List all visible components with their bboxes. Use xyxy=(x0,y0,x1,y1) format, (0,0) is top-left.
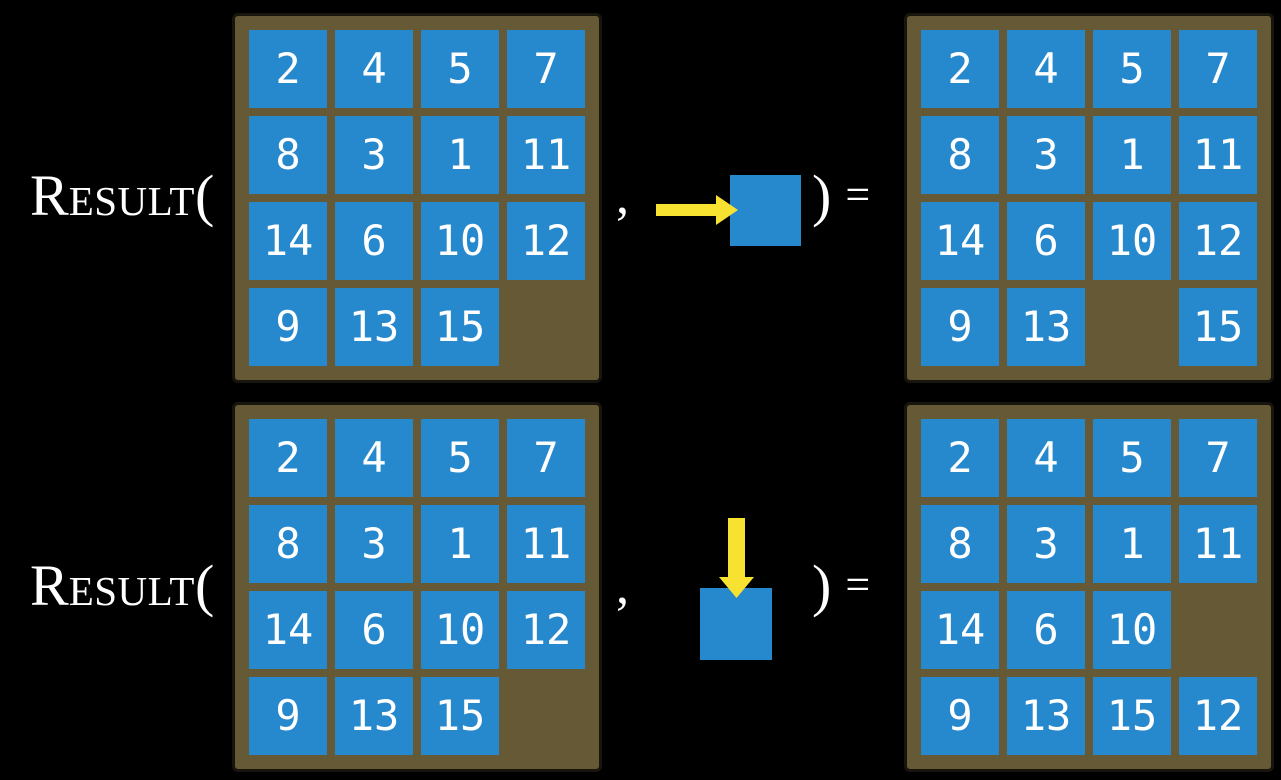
close-paren: ) xyxy=(812,553,832,618)
right-arrow-icon xyxy=(656,195,738,225)
puzzle-tile-3: 3 xyxy=(1007,116,1085,194)
puzzle-tile-5: 5 xyxy=(1093,419,1171,497)
puzzle-tile-10: 10 xyxy=(421,591,499,669)
puzzle-tile-15: 15 xyxy=(1179,288,1257,366)
puzzle-tile-15: 15 xyxy=(421,677,499,755)
puzzle-tile-7: 7 xyxy=(507,419,585,497)
puzzle-tile-14: 14 xyxy=(249,591,327,669)
puzzle-tile-3: 3 xyxy=(335,505,413,583)
comma-separator: , xyxy=(616,558,629,615)
close-paren-equals-2: ) = xyxy=(812,554,870,618)
puzzle-tile-6: 6 xyxy=(1007,591,1085,669)
puzzle-tile-4: 4 xyxy=(1007,419,1085,497)
puzzle-tile-14: 14 xyxy=(249,202,327,280)
comma-separator: , xyxy=(616,168,629,225)
puzzle-tile-10: 10 xyxy=(1093,202,1171,280)
puzzle-tile-2: 2 xyxy=(921,419,999,497)
puzzle-tile-11: 11 xyxy=(507,116,585,194)
puzzle-tile-11: 11 xyxy=(1179,505,1257,583)
puzzle-tile-11: 11 xyxy=(507,505,585,583)
puzzle-tile-9: 9 xyxy=(921,677,999,755)
open-paren: ( xyxy=(194,163,215,228)
puzzle-tile-2: 2 xyxy=(249,30,327,108)
puzzle-tile-12: 12 xyxy=(1179,202,1257,280)
action-tile-right xyxy=(730,175,801,246)
puzzle-tile-9: 9 xyxy=(249,288,327,366)
puzzle-tile-3: 3 xyxy=(1007,505,1085,583)
result-label-smallcaps: ESULT xyxy=(68,178,195,224)
puzzle-tile-13: 13 xyxy=(1007,677,1085,755)
puzzle-tile-4: 4 xyxy=(335,30,413,108)
puzzle-tile-15: 15 xyxy=(421,288,499,366)
puzzle-tile-7: 7 xyxy=(1179,30,1257,108)
puzzle-tile-11: 11 xyxy=(1179,116,1257,194)
puzzle-tile-14: 14 xyxy=(921,202,999,280)
puzzle-tile-2: 2 xyxy=(921,30,999,108)
puzzle-tile-2: 2 xyxy=(249,419,327,497)
puzzle-tile-9: 9 xyxy=(921,288,999,366)
puzzle-tile-14: 14 xyxy=(921,591,999,669)
empty-cell xyxy=(507,288,585,366)
puzzle-tile-13: 13 xyxy=(335,288,413,366)
puzzle-tile-1: 1 xyxy=(1093,116,1171,194)
down-arrow-icon xyxy=(719,518,754,598)
puzzle-tile-8: 8 xyxy=(921,116,999,194)
puzzle-tile-1: 1 xyxy=(421,116,499,194)
close-paren-equals-1: ) = xyxy=(812,164,870,228)
puzzle-tile-6: 6 xyxy=(1007,202,1085,280)
puzzle-tile-12: 12 xyxy=(1179,677,1257,755)
puzzle-tile-5: 5 xyxy=(421,30,499,108)
result-label-initial: R xyxy=(30,553,69,618)
equals-sign: = xyxy=(845,560,871,609)
puzzle-tile-1: 1 xyxy=(1093,505,1171,583)
close-paren: ) xyxy=(812,163,832,228)
puzzle-tile-5: 5 xyxy=(421,419,499,497)
puzzle-tile-6: 6 xyxy=(335,202,413,280)
puzzle-tile-7: 7 xyxy=(507,30,585,108)
puzzle-tile-4: 4 xyxy=(1007,30,1085,108)
open-paren: ( xyxy=(194,553,215,618)
puzzle-tile-3: 3 xyxy=(335,116,413,194)
action-tile-down xyxy=(700,588,772,660)
puzzle-tile-13: 13 xyxy=(335,677,413,755)
result-label-smallcaps: ESULT xyxy=(68,568,195,614)
puzzle-tile-4: 4 xyxy=(335,419,413,497)
puzzle-tile-8: 8 xyxy=(921,505,999,583)
puzzle-tile-1: 1 xyxy=(421,505,499,583)
empty-cell xyxy=(507,677,585,755)
puzzle-tile-10: 10 xyxy=(1093,591,1171,669)
empty-cell xyxy=(1093,288,1171,366)
puzzle-tile-5: 5 xyxy=(1093,30,1171,108)
empty-cell xyxy=(1179,591,1257,669)
puzzle-tile-10: 10 xyxy=(421,202,499,280)
puzzle-tile-12: 12 xyxy=(507,591,585,669)
equals-sign: = xyxy=(845,170,871,219)
puzzle-tile-8: 8 xyxy=(249,116,327,194)
puzzle-tile-12: 12 xyxy=(507,202,585,280)
puzzle-tile-13: 13 xyxy=(1007,288,1085,366)
puzzle-tile-9: 9 xyxy=(249,677,327,755)
puzzle-tile-15: 15 xyxy=(1093,677,1171,755)
puzzle-tile-8: 8 xyxy=(249,505,327,583)
result-label-initial: R xyxy=(30,163,69,228)
puzzle-tile-7: 7 xyxy=(1179,419,1257,497)
puzzle-tile-6: 6 xyxy=(335,591,413,669)
